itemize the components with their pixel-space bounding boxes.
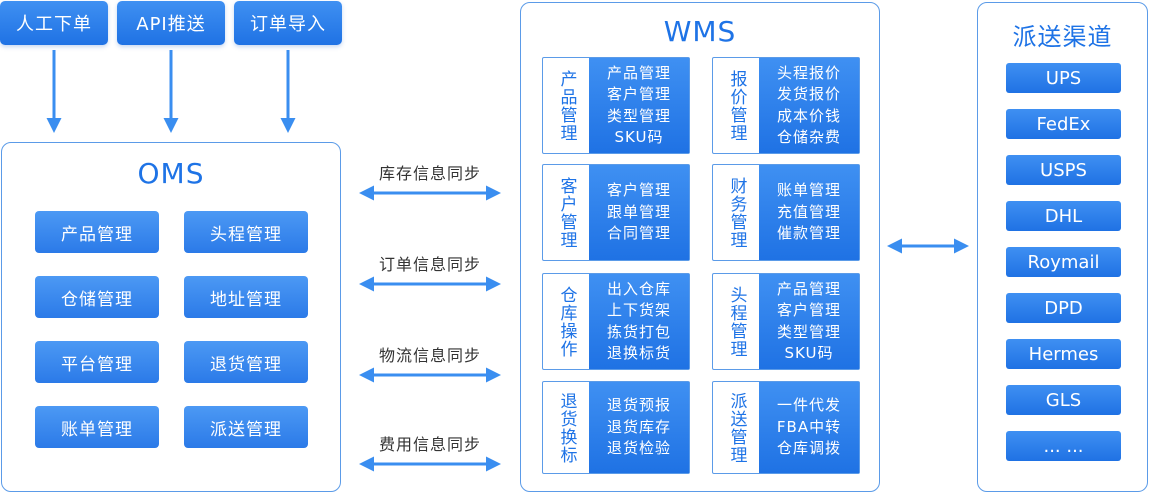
oms-module-product[interactable]: 产品管理 [35,211,159,253]
wms-item[interactable]: 仓储杂费 [776,128,841,146]
wms-block-warehouse-ops: 仓库操作 出入仓库 上下货架 拣货打包 退换标货 [542,273,690,370]
wms-block-items: 出入仓库 上下货架 拣货打包 退换标货 [589,274,689,369]
sync-label-fees: 费用信息同步 [378,435,481,454]
channel-gls[interactable]: GLS [1006,385,1121,415]
channel-usps[interactable]: USPS [1006,155,1121,185]
sync-label-order: 订单信息同步 [378,255,481,274]
wms-block-returns: 退货换标 退货预报 退货库存 退货检验 [542,381,690,474]
wms-block-label: 头程管理 [726,285,747,358]
wms-block-quote: 报价管理 头程报价 发货报价 成本价钱 仓储杂费 [712,57,860,154]
wms-item[interactable]: SKU码 [614,128,664,146]
wms-item[interactable]: 充值管理 [776,202,841,221]
channel-ups[interactable]: UPS [1006,63,1121,93]
channel-hermes[interactable]: Hermes [1006,339,1121,369]
channel-fedex[interactable]: FedEx [1006,109,1121,139]
wms-item[interactable]: 客户管理 [606,181,671,200]
wms-block-label: 退货换标 [556,391,577,464]
oms-module-delivery[interactable]: 派送管理 [184,406,308,448]
wms-item[interactable]: 仓库调拨 [776,439,841,458]
wms-block-label: 产品管理 [556,69,577,142]
channel-more[interactable]: ... ... [1006,431,1121,461]
oms-module-billing[interactable]: 账单管理 [35,406,159,448]
wms-item[interactable]: 退货库存 [606,417,671,436]
oms-module-returns[interactable]: 退货管理 [184,341,308,383]
wms-block-product: 产品管理 产品管理 客户管理 类型管理 SKU码 [542,57,690,154]
wms-item[interactable]: 退货检验 [606,439,671,458]
channel-dhl[interactable]: DHL [1006,201,1121,231]
wms-block-label: 派送管理 [726,391,747,464]
wms-block-items: 一件代发 FBA中转 仓库调拨 [759,382,859,473]
channel-dpd[interactable]: DPD [1006,293,1121,323]
sync-label-inventory: 库存信息同步 [378,164,481,183]
wms-item[interactable]: 产品管理 [606,63,671,82]
oms-module-address[interactable]: 地址管理 [184,276,308,318]
wms-block-label: 客户管理 [556,176,577,249]
wms-title: WMS [663,15,737,48]
wms-item[interactable]: 客户管理 [606,85,671,103]
oms-module-platform[interactable]: 平台管理 [35,341,159,383]
wms-item[interactable]: 催款管理 [776,224,841,243]
wms-item[interactable]: 上下货架 [606,301,671,319]
wms-item[interactable]: 退换标货 [606,344,671,362]
wms-item[interactable]: 发货报价 [776,85,841,103]
wms-item[interactable]: 一件代发 [776,396,841,415]
wms-block-items: 产品管理 客户管理 类型管理 SKU码 [589,58,689,153]
wms-block-customer: 客户管理 客户管理 跟单管理 合同管理 [542,164,690,261]
wms-block-items: 头程报价 发货报价 成本价钱 仓储杂费 [759,58,859,153]
wms-item[interactable]: 账单管理 [776,181,841,200]
wms-item[interactable]: 跟单管理 [606,202,671,221]
wms-item[interactable]: 产品管理 [776,279,841,298]
input-api-push[interactable]: API推送 [117,1,225,45]
wms-block-items: 账单管理 充值管理 催款管理 [759,165,859,260]
wms-item[interactable]: 头程报价 [776,63,841,82]
wms-item[interactable]: 类型管理 [776,322,841,341]
wms-block-first-leg: 头程管理 产品管理 客户管理 类型管理 SKU码 [712,273,860,370]
oms-module-first-leg[interactable]: 头程管理 [184,211,308,253]
wms-item[interactable]: 合同管理 [606,224,671,243]
wms-item[interactable]: 拣货打包 [606,322,671,341]
wms-block-items: 客户管理 跟单管理 合同管理 [589,165,689,260]
wms-block-label: 报价管理 [726,69,747,142]
wms-block-delivery: 派送管理 一件代发 FBA中转 仓库调拨 [712,381,860,474]
channel-roymail[interactable]: Roymail [1006,247,1121,277]
wms-item[interactable]: 成本价钱 [776,106,841,125]
sync-label-logistics: 物流信息同步 [378,346,481,365]
wms-item[interactable]: 退货预报 [606,396,671,415]
channels-title: 派送渠道 [1012,23,1113,51]
input-manual-order[interactable]: 人工下单 [0,1,108,45]
wms-item[interactable]: 出入仓库 [606,279,671,298]
wms-block-finance: 财务管理 账单管理 充值管理 催款管理 [712,164,860,261]
wms-item[interactable]: 客户管理 [776,301,841,319]
wms-block-items: 产品管理 客户管理 类型管理 SKU码 [759,274,859,369]
oms-title: OMS [137,157,205,190]
input-order-import[interactable]: 订单导入 [234,1,342,45]
wms-block-label: 仓库操作 [556,285,577,358]
wms-item[interactable]: FBA中转 [776,417,842,436]
wms-block-label: 财务管理 [726,176,747,249]
wms-block-items: 退货预报 退货库存 退货检验 [589,382,689,473]
oms-module-storage[interactable]: 仓储管理 [35,276,159,318]
wms-item[interactable]: 类型管理 [606,106,671,125]
wms-item[interactable]: SKU码 [784,344,834,362]
